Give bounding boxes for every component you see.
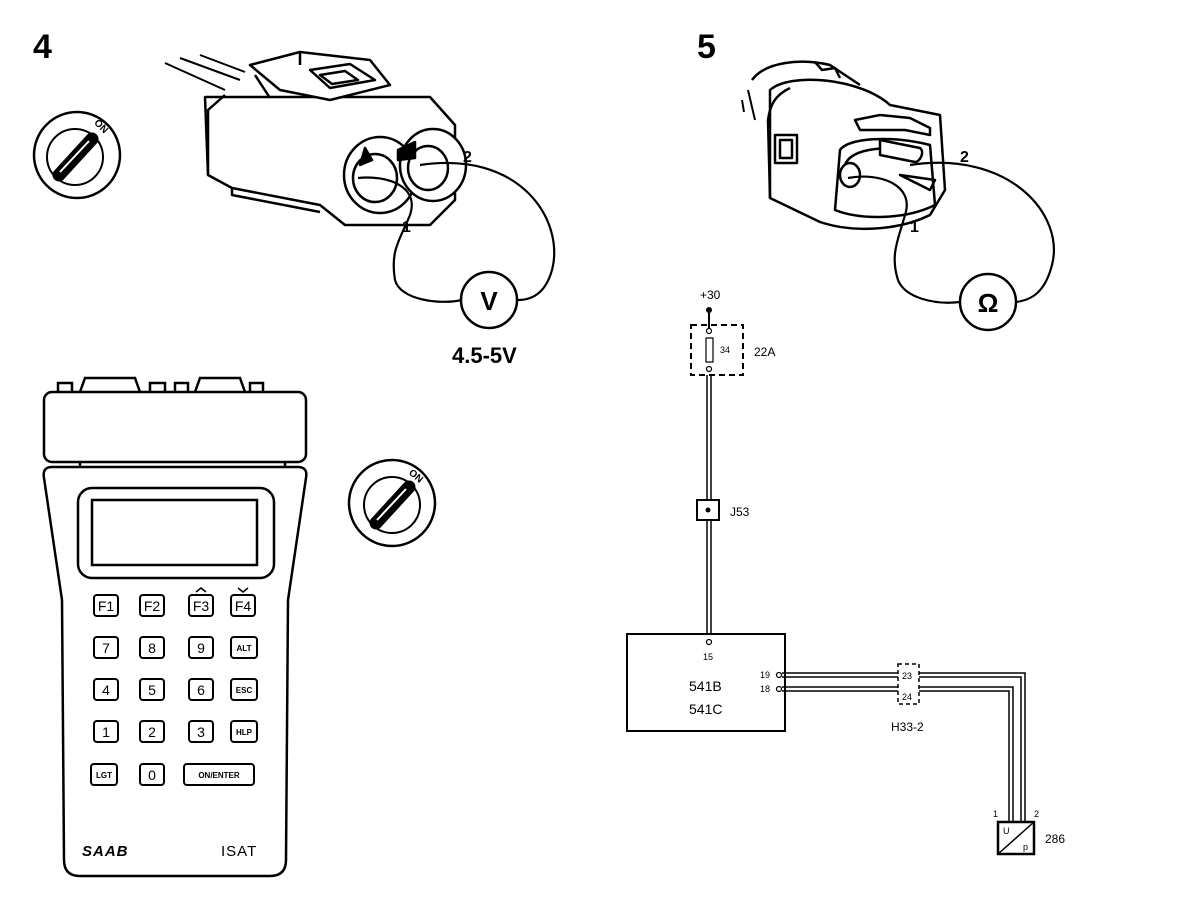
- key-hlp-label: HLP: [236, 728, 253, 737]
- step5-pin-2: 2: [960, 149, 969, 166]
- ohmmeter-symbol: Ω: [978, 288, 999, 318]
- step4-connector: [164, 50, 468, 227]
- voltmeter-symbol: V: [480, 286, 498, 316]
- ohmmeter-icon: [958, 272, 1018, 332]
- step5-wire-pin2: [909, 161, 1055, 304]
- key-4[interactable]: [93, 678, 119, 701]
- key-f1-label: F1: [98, 598, 115, 614]
- splice-label: J53: [730, 505, 750, 519]
- key-f2[interactable]: [139, 594, 165, 617]
- key-8[interactable]: [139, 636, 165, 659]
- key-f3[interactable]: [188, 594, 214, 617]
- key-f1[interactable]: [93, 594, 119, 617]
- step5-pin-1: 1: [910, 219, 919, 236]
- step4-pin-2: 2: [463, 149, 472, 166]
- wiring-schematic: +30 34 22A J53 15 541B 541C 19 18: [626, 288, 1065, 856]
- fuse-box-label: 22A: [754, 345, 775, 359]
- key-3[interactable]: [188, 720, 214, 743]
- connector-pin-23: 23: [902, 671, 912, 681]
- key-on-enter-label: ON/ENTER: [198, 771, 240, 780]
- key-9-label: 9: [197, 640, 205, 656]
- key-hlp[interactable]: [230, 720, 258, 743]
- isat-tester: F1 F2 F3 F4 7 8 9 ALT 4 5 6 ESC 1 2 3 HL…: [42, 376, 308, 878]
- ignition-switch-middle: ON: [347, 458, 437, 548]
- key-0[interactable]: [139, 763, 165, 786]
- key-2[interactable]: [139, 720, 165, 743]
- key-4-label: 4: [102, 682, 110, 698]
- step-5-label: 5: [697, 28, 716, 66]
- ecu-pin-18: 18: [760, 684, 770, 694]
- sensor-p-label: p: [1023, 842, 1028, 852]
- fuse-number: 34: [720, 345, 730, 355]
- sensor-pin-1: 1: [993, 809, 998, 819]
- key-7-label: 7: [102, 640, 110, 656]
- ecu-pin-19: 19: [760, 670, 770, 680]
- key-f4[interactable]: [230, 594, 256, 617]
- key-7[interactable]: [93, 636, 119, 659]
- step5-wire-pin1: [847, 175, 961, 304]
- ecu-label-541c: 541C: [689, 701, 722, 717]
- key-alt-label: ALT: [237, 644, 252, 653]
- key-alt[interactable]: [230, 636, 258, 659]
- connector-label: H33-2: [891, 720, 924, 734]
- key-1-label: 1: [102, 724, 110, 740]
- f4-down-arrow-icon: [237, 587, 249, 593]
- key-3-label: 3: [197, 724, 205, 740]
- connector-pin-24: 24: [902, 692, 912, 702]
- key-lgt[interactable]: [90, 763, 118, 786]
- fuse-icon: [705, 337, 714, 363]
- ecu-label-541b: 541B: [689, 678, 722, 694]
- key-lgt-label: LGT: [96, 771, 112, 780]
- sensor-label: 286: [1045, 832, 1065, 846]
- key-6-label: 6: [197, 682, 205, 698]
- sensor-u-label: U: [1003, 826, 1010, 836]
- key-f2-label: F2: [144, 598, 161, 614]
- ecu-pin-15: 15: [703, 652, 713, 662]
- step4-pin-1: 1: [402, 219, 411, 236]
- key-2-label: 2: [148, 724, 156, 740]
- key-esc[interactable]: [230, 678, 258, 701]
- tester-brand: SAAB: [82, 843, 129, 860]
- key-0-label: 0: [148, 767, 156, 783]
- step5-connector: [741, 60, 947, 231]
- key-8-label: 8: [148, 640, 156, 656]
- fuse-box-outline: [690, 324, 744, 376]
- voltmeter-icon: [459, 270, 519, 330]
- step4-wire-pin1: [357, 176, 463, 303]
- key-esc-label: ESC: [236, 686, 253, 695]
- tester-model: ISAT: [221, 843, 257, 860]
- ecu-block: [626, 633, 786, 732]
- connector-h33-2: [897, 663, 920, 705]
- key-f3-label: F3: [193, 598, 210, 614]
- key-6[interactable]: [188, 678, 214, 701]
- key-5[interactable]: [139, 678, 165, 701]
- key-1[interactable]: [93, 720, 119, 743]
- key-f4-label: F4: [235, 598, 252, 614]
- sensor-pin-2: 2: [1034, 809, 1039, 819]
- f3-up-arrow-icon: [195, 587, 207, 593]
- ignition-switch-top: ON: [32, 110, 122, 200]
- voltage-reading: 4.5-5V: [452, 343, 517, 368]
- key-on-enter[interactable]: [183, 763, 255, 786]
- supply-label: +30: [700, 288, 721, 302]
- key-9[interactable]: [188, 636, 214, 659]
- step-4-label: 4: [33, 28, 52, 66]
- step4-wire-pin2: [419, 162, 556, 302]
- key-5-label: 5: [148, 682, 156, 698]
